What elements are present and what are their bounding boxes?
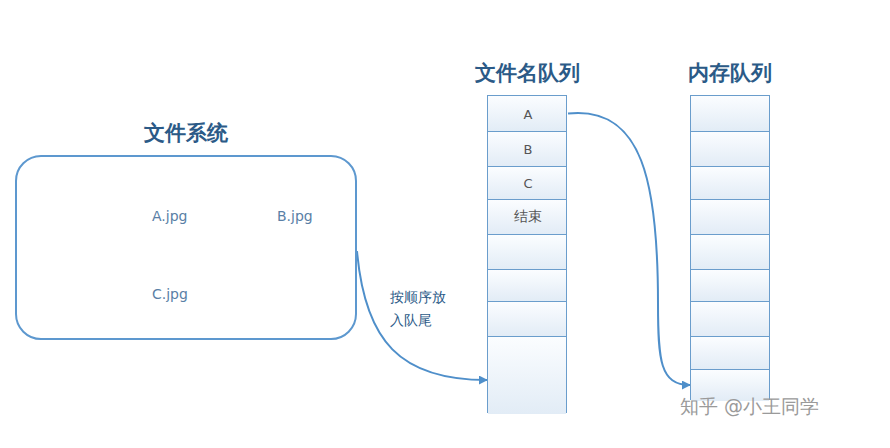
- group-heading: 文件系统: [144, 119, 228, 147]
- file-name: A.jpg: [152, 208, 187, 224]
- queue-column: 内存队列: [690, 95, 770, 400]
- queue-slot: [691, 131, 769, 166]
- queue-cell: B: [488, 131, 568, 166]
- queue-heading: 文件名队列: [475, 59, 580, 87]
- file-name: C.jpg: [152, 286, 188, 302]
- file-name: B.jpg: [277, 208, 313, 224]
- file-system-box: 文件系统A.jpgB.jpgC.jpg: [15, 155, 357, 340]
- queue-slot: [691, 336, 769, 369]
- cell-text: C: [488, 175, 568, 190]
- image-file: C.jpg: [77, 260, 202, 328]
- edge-label: 按顺序放 入队尾: [388, 286, 456, 332]
- flow-arrow: [568, 113, 690, 385]
- queue-slot: [691, 269, 769, 301]
- queue-cell: C: [488, 166, 568, 199]
- cell-text: 结束: [488, 208, 568, 226]
- watermark: 知乎 @小王同学: [680, 394, 819, 420]
- queue-slot: [691, 199, 769, 234]
- image-file: B.jpg: [209, 182, 334, 250]
- queue-cell: 结束: [488, 199, 568, 234]
- queue-slot: [488, 234, 566, 269]
- queue-column: 文件名队列ABC结束: [487, 95, 567, 413]
- queue-slot: [691, 301, 769, 336]
- cell-text: B: [488, 141, 568, 156]
- queue-slot: [488, 336, 566, 414]
- flow-arrow: [357, 251, 487, 380]
- queue-cell: A: [488, 96, 568, 131]
- image-file: A.jpg: [77, 182, 202, 250]
- cell-text: A: [488, 106, 568, 121]
- queue-slot: [691, 166, 769, 199]
- queue-slot: [488, 301, 566, 336]
- queue-slot: [488, 269, 566, 301]
- queue-heading: 内存队列: [688, 59, 772, 87]
- queue-slot: [691, 234, 769, 269]
- queue-slot: [691, 96, 769, 131]
